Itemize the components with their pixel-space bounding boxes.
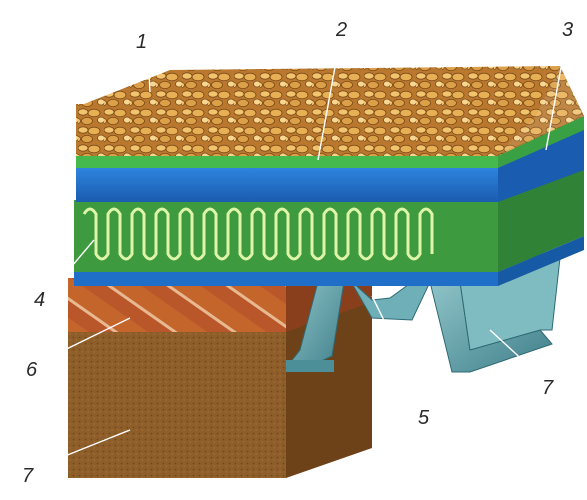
callout-7-left: 7 bbox=[22, 465, 34, 487]
masonry-front-face bbox=[68, 330, 286, 478]
callout-5: 5 bbox=[418, 407, 430, 429]
callout-4: 4 bbox=[34, 289, 45, 311]
brick-course-front bbox=[68, 278, 286, 332]
callout-7-right: 7 bbox=[542, 377, 554, 399]
vapour-barrier-front bbox=[74, 272, 498, 286]
gravel-layer bbox=[76, 66, 584, 156]
callout-6: 6 bbox=[26, 359, 38, 381]
gravel-front bbox=[76, 104, 498, 156]
callout-1: 1 bbox=[136, 31, 147, 53]
callout-3: 3 bbox=[562, 19, 573, 41]
membrane-front bbox=[76, 154, 498, 168]
deck-flange-front bbox=[286, 360, 334, 372]
blue-layer-front bbox=[76, 166, 498, 202]
callout-2: 2 bbox=[335, 19, 347, 41]
